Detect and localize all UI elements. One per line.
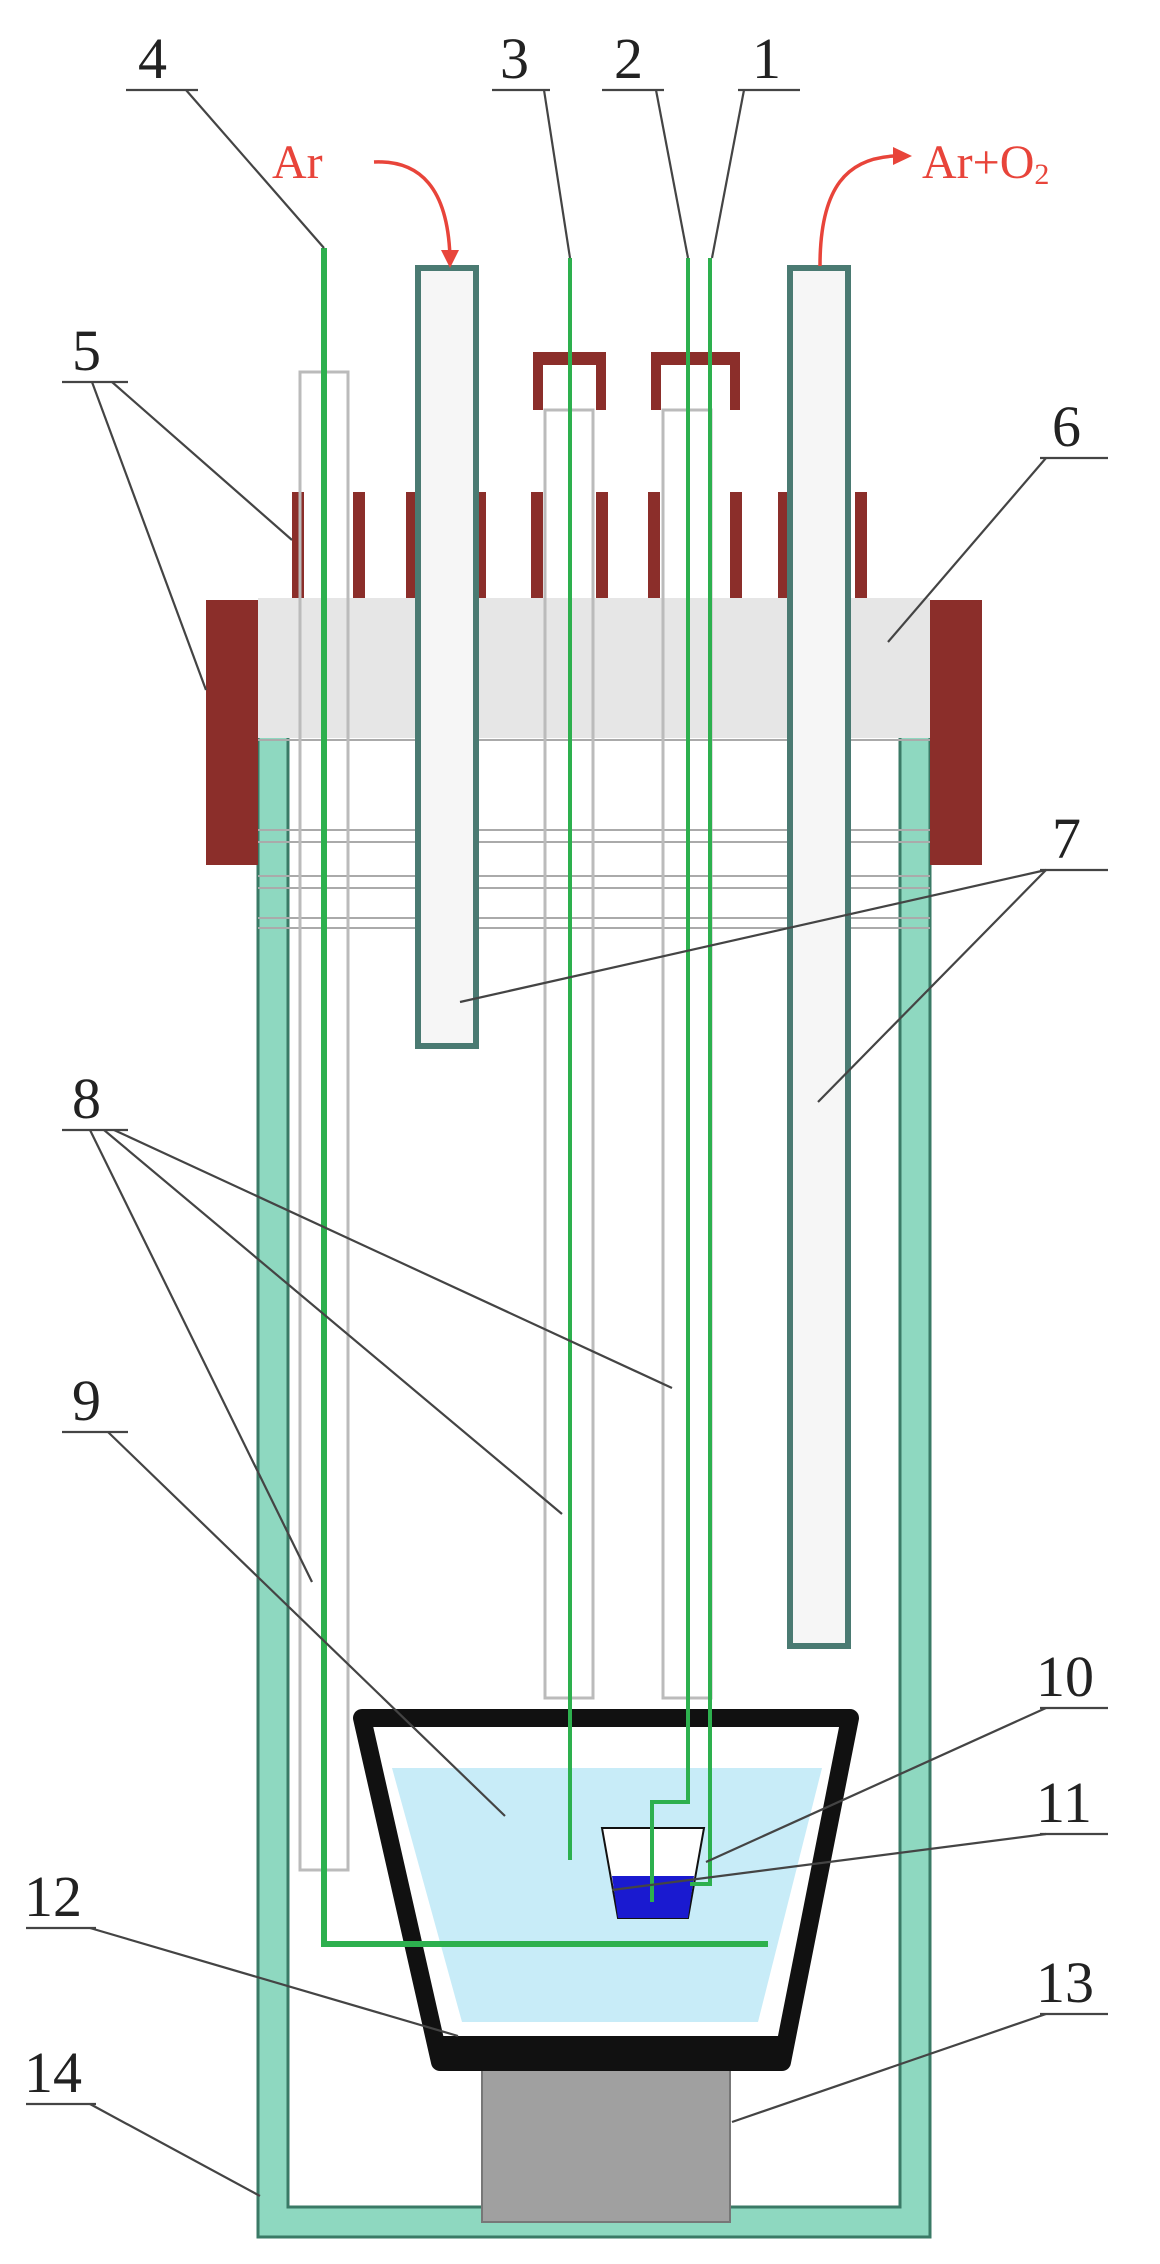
label-5: 5 xyxy=(72,318,101,383)
gas-inlet-arrow xyxy=(373,160,452,259)
label-9: 9 xyxy=(72,1368,101,1433)
gas-outlet-arrowhead xyxy=(893,147,912,165)
label-7: 7 xyxy=(1052,806,1081,871)
label-3: 3 xyxy=(500,26,529,91)
label-4: 4 xyxy=(138,26,167,91)
gas-inlet-tube xyxy=(415,265,479,1049)
gas-outlet-label: Ar+O2 xyxy=(922,136,1049,191)
wires xyxy=(321,248,768,1947)
label-11: 11 xyxy=(1036,1770,1092,1835)
left-clamp xyxy=(206,600,258,865)
leader-lines xyxy=(26,88,1108,2197)
gas-outlet-tube xyxy=(787,265,851,1649)
cap-tube-12 xyxy=(651,352,740,410)
crucible-bottom xyxy=(440,2036,782,2060)
label-12: 12 xyxy=(24,1864,82,1929)
label-6: 6 xyxy=(1052,394,1081,459)
label-8: 8 xyxy=(72,1066,101,1131)
top-clamp-fingers xyxy=(292,492,867,598)
bath-liquid xyxy=(392,1768,822,2022)
gas-inlet-arrowhead xyxy=(441,250,459,268)
crucible-support xyxy=(481,2051,731,2223)
label-1: 1 xyxy=(752,26,781,91)
gas-outlet-arrow xyxy=(818,154,896,267)
label-10: 10 xyxy=(1036,1644,1094,1709)
gas-inlet-label: Ar xyxy=(272,136,323,189)
right-clamp xyxy=(930,600,982,865)
label-2: 2 xyxy=(614,26,643,91)
label-13: 13 xyxy=(1036,1950,1094,2015)
label-14: 14 xyxy=(24,2040,82,2105)
